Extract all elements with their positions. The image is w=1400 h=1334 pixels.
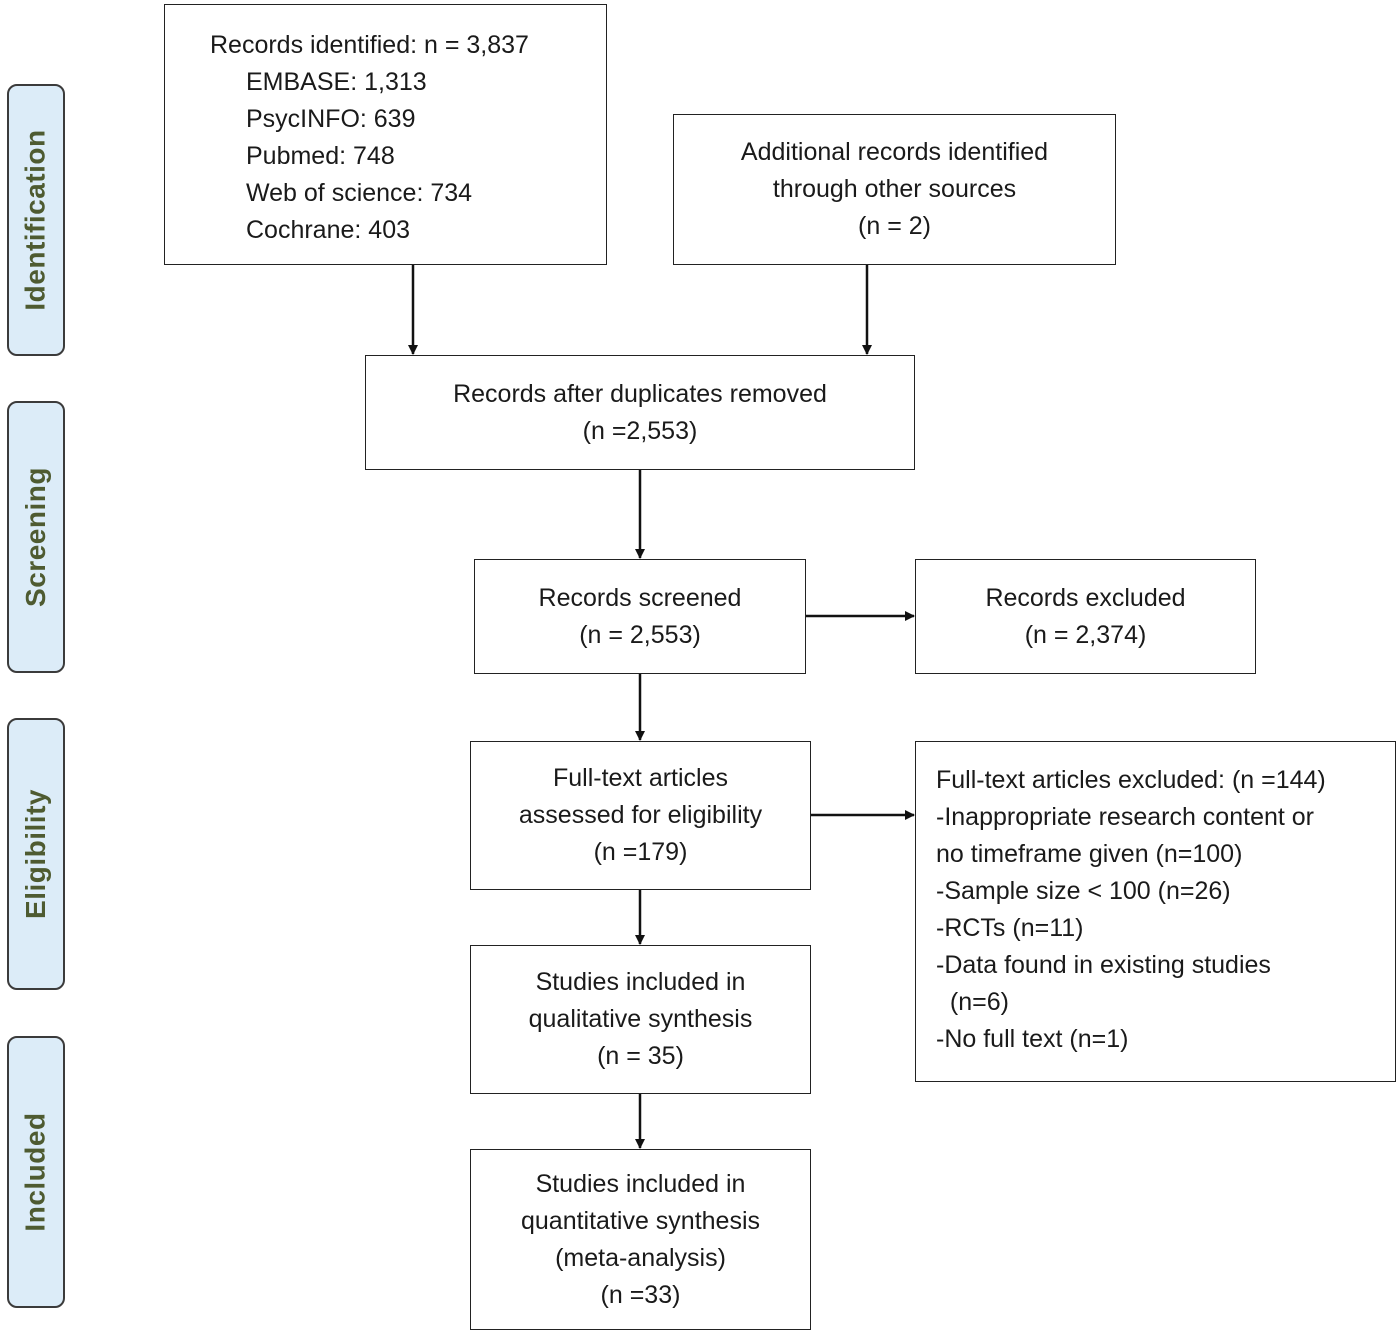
box-line: (n =2,553) — [582, 416, 698, 445]
records-screened-box: Records screened (n = 2,553) — [474, 559, 806, 674]
exclusion-line: (n=6) — [936, 988, 1009, 1016]
exclusion-line: -Data found in existing studies — [936, 951, 1271, 979]
phase-identification: Identification — [7, 84, 65, 356]
exclusion-line: no timeframe given (n=100) — [936, 840, 1243, 868]
qualitative-synthesis-box: Studies included in qualitative synthesi… — [470, 945, 811, 1094]
source-pubmed: Pubmed: 748 — [246, 142, 395, 170]
box-line: (n = 2,374) — [1024, 620, 1147, 649]
box-line: Full-text articles — [552, 764, 729, 792]
exclusion-line: -Inappropriate research content or — [936, 803, 1314, 831]
duplicates-removed-box: Records after duplicates removed (n =2,5… — [365, 355, 915, 470]
box-line: (n = 2) — [858, 212, 931, 240]
records-identified-box: Records identified: n = 3,837 EMBASE: 1,… — [164, 4, 607, 265]
box-line: Studies included in — [535, 968, 746, 996]
exclusion-line: -RCTs (n=11) — [936, 914, 1084, 942]
box-line: through other sources — [772, 175, 1017, 203]
source-psycinfo: PsycINFO: 639 — [246, 105, 416, 133]
phase-screening: Screening — [7, 401, 65, 673]
phase-included: Included — [7, 1036, 65, 1308]
box-line: Studies included in — [535, 1169, 746, 1198]
box-line: (n = 2,553) — [579, 620, 701, 649]
box-line: (meta-analysis) — [555, 1243, 726, 1272]
box-line: Additional records identified — [740, 138, 1049, 166]
source-embase: EMBASE: 1,313 — [246, 68, 427, 96]
box-line: Records excluded — [985, 583, 1186, 612]
additional-records-box: Additional records identified through ot… — [673, 114, 1116, 265]
box-line: Records screened — [538, 583, 742, 612]
exclusion-line: -No full text (n=1) — [936, 1025, 1129, 1053]
phase-eligibility: Eligibility — [7, 718, 65, 990]
source-cochrane: Cochrane: 403 — [246, 216, 411, 244]
box-line: assessed for eligibility — [518, 801, 763, 829]
records-identified-title: Records identified: n = 3,837 — [210, 31, 529, 59]
records-excluded-box: Records excluded (n = 2,374) — [915, 559, 1256, 674]
box-line: (n =179) — [593, 838, 688, 866]
quantitative-synthesis-box: Studies included in quantitative synthes… — [470, 1149, 811, 1330]
fulltext-excluded-box: Full-text articles excluded: (n =144) -I… — [915, 741, 1396, 1082]
box-line: quantitative synthesis — [520, 1206, 761, 1235]
source-web-of-science: Web of science: 734 — [246, 179, 473, 207]
box-line: Records after duplicates removed — [453, 379, 827, 408]
box-line: (n =33) — [600, 1280, 681, 1309]
exclusion-line: Full-text articles excluded: (n =144) — [936, 766, 1326, 794]
box-line: (n = 35) — [597, 1042, 684, 1070]
box-line: qualitative synthesis — [528, 1005, 753, 1033]
fulltext-assessed-box: Full-text articles assessed for eligibil… — [470, 741, 811, 890]
exclusion-line: -Sample size < 100 (n=26) — [936, 877, 1231, 905]
